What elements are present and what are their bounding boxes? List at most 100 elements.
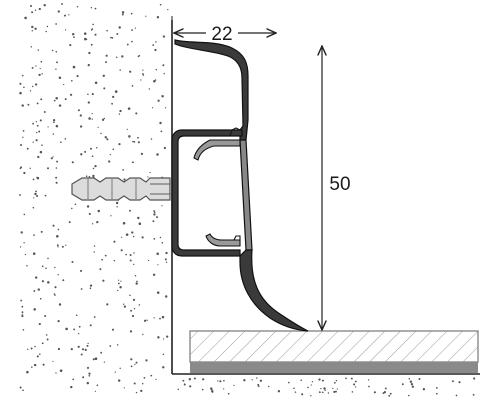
wall-speckle bbox=[32, 141, 34, 143]
wall-speckle bbox=[103, 117, 106, 120]
wall-speckle bbox=[101, 258, 103, 261]
wall-speckle bbox=[19, 194, 21, 196]
wall-speckle bbox=[62, 279, 65, 282]
wall-speckle bbox=[32, 178, 35, 181]
wall-speckle bbox=[39, 353, 41, 355]
wall-speckle bbox=[39, 297, 42, 300]
wall-speckle bbox=[160, 130, 163, 133]
wall-speckle bbox=[79, 125, 83, 128]
wall-speckle bbox=[51, 49, 54, 52]
floor-speckle bbox=[259, 379, 263, 382]
floor-speckle bbox=[389, 392, 392, 395]
floor-speckle bbox=[451, 380, 454, 383]
floor-speckle bbox=[182, 379, 185, 382]
wall-speckle bbox=[55, 176, 58, 179]
wall-speckle bbox=[41, 342, 44, 345]
wall-speckle bbox=[21, 104, 24, 107]
wall-speckle bbox=[39, 67, 41, 70]
wall-speckle bbox=[69, 44, 72, 47]
floor-speckle bbox=[350, 377, 353, 380]
wall-speckle bbox=[161, 205, 163, 207]
wall-speckle bbox=[30, 5, 32, 7]
wall-speckle bbox=[21, 311, 24, 314]
wall-speckle bbox=[37, 155, 40, 159]
wall-speckle bbox=[26, 370, 29, 374]
wall-speckle bbox=[88, 372, 91, 375]
wall-speckle bbox=[72, 65, 76, 69]
wall-speckle bbox=[156, 252, 159, 256]
wall-speckle bbox=[74, 203, 77, 206]
floor-speckle bbox=[256, 377, 258, 379]
wall-speckle bbox=[77, 345, 80, 348]
wall-speckle bbox=[38, 7, 41, 11]
wall-speckle bbox=[145, 15, 147, 17]
floor-speckle bbox=[435, 392, 438, 395]
wall-speckle bbox=[106, 303, 109, 306]
wall-speckle bbox=[65, 327, 68, 331]
wall-speckle bbox=[21, 74, 24, 77]
wall-speckle bbox=[151, 107, 154, 109]
wall-speckle bbox=[33, 290, 36, 292]
floor-speckle bbox=[321, 379, 324, 382]
wall-speckle bbox=[35, 276, 38, 279]
wall-speckle bbox=[133, 141, 136, 143]
wall-speckle bbox=[19, 246, 22, 248]
wall-speckle bbox=[112, 148, 115, 151]
wall-speckle bbox=[133, 252, 135, 254]
wall-speckle bbox=[56, 244, 59, 247]
wall-speckle bbox=[138, 222, 142, 225]
wall-speckle bbox=[33, 234, 35, 236]
wall-speckle bbox=[57, 246, 59, 248]
wall-speckle bbox=[149, 171, 151, 174]
wall-speckle bbox=[119, 69, 121, 71]
wall-speckle bbox=[41, 280, 44, 283]
floor-speckle bbox=[183, 383, 186, 386]
wall-speckle bbox=[56, 235, 59, 238]
wall-speckle bbox=[131, 85, 134, 87]
wall-speckle bbox=[130, 12, 133, 15]
floor-speckle bbox=[334, 390, 337, 393]
wall-speckle bbox=[117, 282, 120, 285]
wall-speckle bbox=[34, 27, 37, 30]
wall-speckle bbox=[86, 344, 89, 347]
wall-speckle bbox=[118, 26, 121, 29]
floor-speckle bbox=[409, 380, 413, 383]
wall-speckle bbox=[93, 245, 96, 247]
wall-speckle bbox=[31, 66, 34, 69]
wall-speckle bbox=[34, 192, 37, 196]
wall-speckle bbox=[113, 259, 116, 262]
wall-speckle bbox=[135, 361, 138, 364]
height-dimension: 50 bbox=[322, 46, 351, 330]
wall-speckle bbox=[47, 167, 49, 170]
wall-speckle bbox=[84, 348, 87, 352]
wall-speckle bbox=[95, 147, 98, 149]
wall-speckle bbox=[58, 303, 62, 306]
wall-speckle bbox=[162, 366, 165, 369]
floor-speckle bbox=[353, 383, 356, 386]
wall-speckle bbox=[123, 305, 127, 308]
wall-speckle bbox=[93, 251, 95, 253]
wall-speckle bbox=[155, 378, 157, 381]
wall-speckle bbox=[29, 167, 31, 169]
floor-speckle bbox=[287, 381, 290, 384]
wall-speckle bbox=[73, 36, 75, 38]
wall-speckle bbox=[94, 7, 97, 10]
wall-speckle bbox=[153, 211, 156, 213]
wall-speckle bbox=[150, 374, 153, 377]
floor-speckle bbox=[307, 386, 309, 389]
floor-speckle bbox=[473, 377, 476, 380]
wall-speckle bbox=[58, 104, 62, 107]
floor-speckle bbox=[422, 388, 426, 391]
floor-speckle bbox=[188, 378, 191, 381]
wall-speckle bbox=[153, 80, 156, 83]
wall-speckle bbox=[19, 167, 22, 170]
wall-speckle bbox=[22, 136, 24, 138]
wall-dowel bbox=[71, 177, 172, 201]
wall-speckle bbox=[23, 213, 26, 216]
wall-speckle bbox=[39, 119, 42, 122]
wall-speckle bbox=[110, 36, 112, 39]
wall-speckle bbox=[50, 157, 53, 160]
wall-speckle bbox=[68, 14, 70, 16]
floor-speckle bbox=[268, 385, 270, 388]
wall-speckle bbox=[126, 128, 128, 131]
